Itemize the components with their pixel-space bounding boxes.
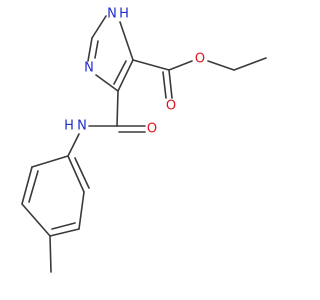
bond-ar4-ar5 <box>21 203 51 237</box>
atom-nh-amide-hydrogen-label: H <box>64 119 74 134</box>
atom-nh-amide-label: N <box>77 119 87 134</box>
bond-ar5-ar6 <box>21 166 33 205</box>
bond-ar6-ar1 <box>31 155 69 168</box>
atom-o-ester-ether-label: O <box>195 52 205 67</box>
bond-ar2-ar3 <box>78 191 85 230</box>
bond-c5-n1 <box>119 21 134 61</box>
bond-c4-c5 <box>117 59 134 92</box>
bond-nh-aryl <box>67 133 80 157</box>
bond-c4-camide <box>116 90 119 127</box>
atom-n3-label: N <box>84 61 94 76</box>
atom-n1-label: N <box>107 7 117 22</box>
bond-ch2-ch3 <box>233 57 267 71</box>
atom-labels: N H N O O N H O <box>64 7 205 137</box>
bond-c5-cester <box>132 59 170 71</box>
bond-c2-n3 <box>87 37 93 62</box>
bond-ar3-ar4-double <box>51 222 76 230</box>
bond-n3-c4 <box>95 74 119 92</box>
bond-ar1-ar2-double <box>74 157 90 189</box>
bonds <box>21 15 267 273</box>
bond-cester-oether <box>168 60 193 71</box>
bond-c4-c5-double <box>113 60 127 85</box>
atom-n1-hydrogen-label: H <box>119 7 129 22</box>
bond-ar3-ar4 <box>49 228 80 237</box>
atom-o-amide-label: O <box>147 122 157 137</box>
bond-ar1-ar2 <box>67 155 85 193</box>
bond-oether-ch2 <box>207 60 235 71</box>
bond-c2-n3-double <box>94 40 99 59</box>
molecule-structure: N H N O O N H O <box>21 7 267 273</box>
bond-ar4-methyl <box>49 235 52 273</box>
atom-o-ester-carbonyl-label: O <box>166 99 176 114</box>
bond-cester-ocarbonyl-double <box>162 71 167 99</box>
bond-n1-c2 <box>91 15 107 39</box>
bond-cester-ocarbonyl <box>168 69 173 99</box>
bond-ar5-ar6-double <box>28 170 39 203</box>
